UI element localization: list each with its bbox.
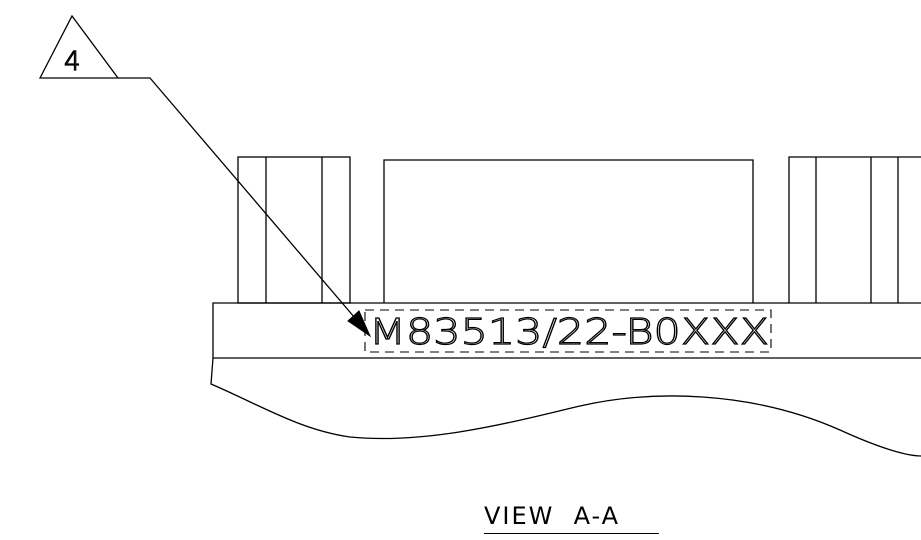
leader-line [118, 77, 372, 338]
flag-note-4: 4 [38, 14, 120, 79]
part-marking: M83513/22-B0XXX [364, 309, 772, 354]
center-insert [383, 159, 754, 303]
view-label-underline [484, 533, 659, 534]
leader-arrowhead [347, 310, 372, 338]
connector-shell [212, 302, 921, 359]
view-label: VIEW A-A [484, 502, 621, 530]
break-line [210, 357, 921, 457]
right-contact-block [788, 156, 921, 303]
left-contact-block [237, 156, 351, 304]
part-marking-text: M83513/22-B0XXX [369, 312, 769, 353]
flag-note-triangle [38, 14, 120, 79]
part-marking-box [364, 309, 772, 353]
flag-note-number: 4 [64, 47, 81, 77]
